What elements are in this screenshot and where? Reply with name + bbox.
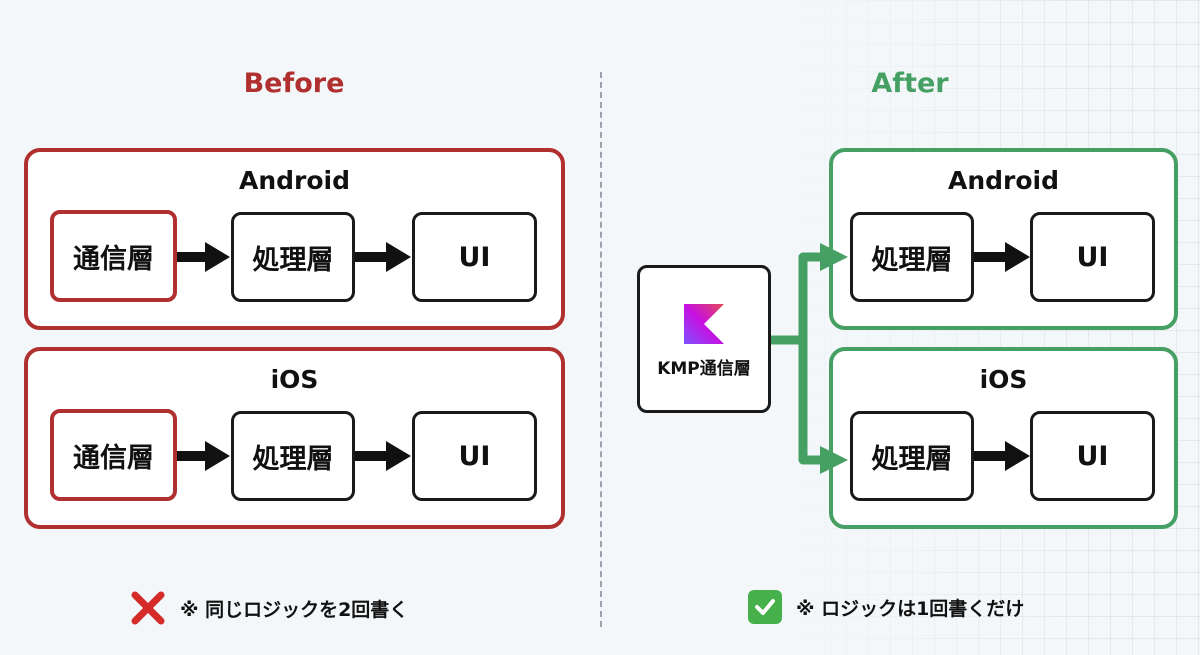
cross-icon [131, 591, 165, 625]
divider-line [600, 72, 602, 627]
after-heading: After [871, 68, 949, 99]
platform-title: iOS [979, 365, 1028, 394]
after-android-processing-layer: 処理層 [850, 212, 974, 302]
before-ios-processing-layer: 処理層 [231, 411, 355, 501]
before-note: ※ 同じロジックを2回書く [130, 590, 408, 626]
after-note-text: ※ ロジックは1回書くだけ [796, 597, 1025, 620]
before-android-processing-layer: 処理層 [231, 212, 355, 302]
arrow-right-icon [355, 242, 411, 272]
before-note-text: ※ 同じロジックを2回書く [180, 598, 409, 621]
before-ios-ui-layer: UI [412, 411, 537, 501]
platform-title: Android [238, 166, 350, 195]
after-android-ui-layer: UI [1030, 212, 1155, 302]
branch-connector-arrow [770, 243, 848, 474]
arrow-right-icon [177, 242, 230, 272]
kmp-label: KMP通信層 [657, 359, 751, 379]
after-ios-processing-layer: 処理層 [850, 411, 974, 501]
before-ios-network-layer: 通信層 [50, 409, 177, 501]
after-ios-ui-layer: UI [1030, 411, 1155, 501]
kmp-network-layer: KMP通信層 [637, 265, 771, 413]
check-icon [748, 590, 782, 624]
arrow-right-icon [974, 441, 1030, 471]
arrow-right-icon [974, 242, 1030, 272]
after-note: ※ ロジックは1回書くだけ [748, 590, 1024, 624]
platform-title: iOS [270, 365, 319, 394]
before-android-network-layer: 通信層 [50, 210, 177, 302]
kotlin-logo-icon [684, 304, 724, 344]
before-android-ui-layer: UI [412, 212, 537, 302]
arrow-right-icon [355, 441, 411, 471]
platform-title: Android [947, 166, 1059, 195]
arrow-right-icon [177, 441, 230, 471]
before-heading: Before [243, 68, 345, 99]
